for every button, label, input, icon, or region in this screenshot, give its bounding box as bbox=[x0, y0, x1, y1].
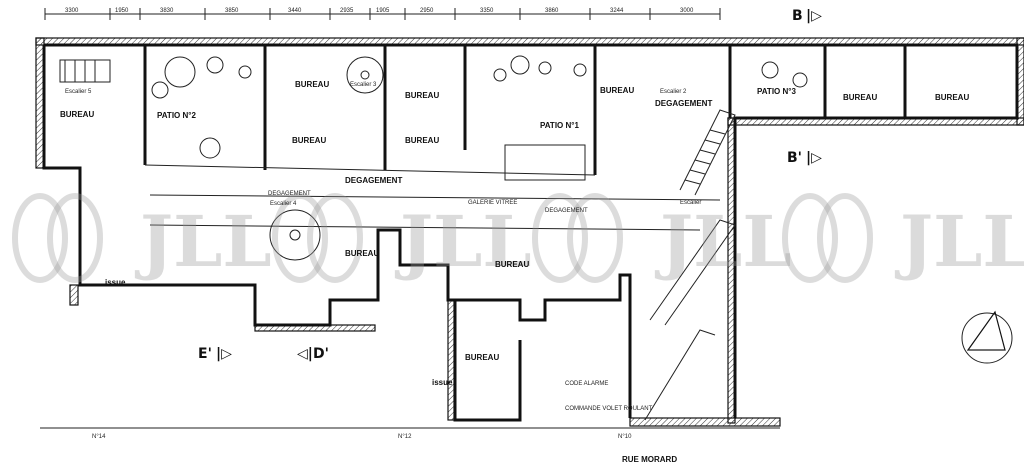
section-b-prime-arrow: |▷ bbox=[806, 150, 822, 166]
dim-2: 3830 bbox=[160, 8, 174, 14]
patio-plants bbox=[151, 55, 808, 181]
section-e-prime: E' bbox=[198, 346, 212, 362]
dim-11: 3000 bbox=[680, 8, 694, 14]
room-bureau-11: BUREAU bbox=[465, 353, 499, 362]
room-bureau-9: BUREAU bbox=[345, 249, 379, 258]
room-patio-1: PATIO N°1 bbox=[540, 121, 579, 130]
svg-text:JLL: JLL bbox=[394, 200, 532, 283]
section-b-top-arrow: |▷ bbox=[806, 8, 822, 24]
room-escalier: Escalier bbox=[680, 200, 701, 206]
street-name: RUE MORARD bbox=[622, 455, 677, 464]
section-b-prime: B' bbox=[787, 150, 802, 166]
dim-10: 3244 bbox=[610, 8, 624, 14]
dim-8: 3350 bbox=[480, 8, 494, 14]
dim-4: 3440 bbox=[288, 8, 302, 14]
section-b-top: B bbox=[792, 8, 803, 24]
room-escalier-5: Escalier 5 bbox=[65, 89, 92, 95]
interior-walls bbox=[42, 43, 1019, 422]
room-degagement: DEGAGEMENT bbox=[345, 176, 402, 185]
svg-text:JLL: JLL bbox=[654, 200, 792, 283]
street-code-alarme: CODE ALARME bbox=[565, 381, 608, 387]
staircase-main bbox=[644, 109, 736, 421]
street-commande: COMMANDE VOLET ROULANT bbox=[565, 406, 653, 412]
spiral-stair-4 bbox=[269, 209, 321, 261]
section-e-prime-arrow: |▷ bbox=[216, 346, 232, 362]
room-bureau-1: BUREAU bbox=[60, 110, 94, 119]
spiral-stair-3 bbox=[346, 56, 384, 94]
room-degagement-3: DEGAGEMENT bbox=[545, 208, 588, 214]
room-bureau-5: BUREAU bbox=[405, 136, 439, 145]
room-bureau-7: BUREAU bbox=[843, 93, 877, 102]
section-d-prime: D' bbox=[313, 346, 329, 362]
dim-3: 3850 bbox=[225, 8, 239, 14]
room-bureau-8: BUREAU bbox=[935, 93, 969, 102]
dim-7: 2950 bbox=[420, 8, 434, 14]
room-bureau-2: BUREAU bbox=[295, 80, 329, 89]
spiral-stair-5 bbox=[59, 59, 111, 83]
street-n10: N°10 bbox=[618, 434, 632, 440]
room-degagement-2: DEGAGEMENT bbox=[655, 99, 712, 108]
room-bureau-10: BUREAU bbox=[495, 260, 529, 269]
dim-1: 1950 bbox=[115, 8, 129, 14]
room-issue-2: issue bbox=[432, 378, 453, 387]
dim-5: 2935 bbox=[340, 8, 354, 14]
room-patio-2: PATIO N°2 bbox=[157, 111, 196, 120]
dim-0: 3300 bbox=[65, 8, 79, 14]
room-issue-1: issue bbox=[105, 278, 126, 287]
exterior-walls bbox=[35, 37, 1024, 427]
svg-text:JLL: JLL bbox=[894, 200, 1024, 283]
room-bureau-4: BUREAU bbox=[405, 91, 439, 100]
street-n14: N°14 bbox=[92, 434, 106, 440]
room-degagement-4: DEGAGEMENT bbox=[268, 191, 311, 197]
room-patio-3: PATIO N°3 bbox=[757, 87, 796, 96]
north-arrow-icon bbox=[961, 310, 1013, 364]
room-bureau-3: BUREAU bbox=[292, 136, 326, 145]
street-frontage: N°14 N°12 N°10 CODE ALARME COMMANDE VOLE… bbox=[40, 381, 780, 464]
room-galerie: GALERIE VITREE bbox=[468, 200, 517, 206]
street-n12: N°12 bbox=[398, 434, 412, 440]
room-escalier-2: Escalier 2 bbox=[660, 89, 687, 95]
room-escalier-3: Escalier 3 bbox=[350, 82, 377, 88]
room-bureau-6: BUREAU bbox=[600, 86, 634, 95]
top-dimension-line: 3300 1950 3830 3850 3440 2935 1905 2950 … bbox=[44, 8, 721, 20]
dim-9: 3860 bbox=[545, 8, 559, 14]
watermark: JLL JLL JLL JLL bbox=[12, 193, 1024, 283]
svg-text:JLL: JLL bbox=[134, 200, 272, 283]
section-d-prime-arrow: ◁| bbox=[297, 346, 313, 362]
room-escalier-4: Escalier 4 bbox=[270, 201, 297, 207]
dim-6: 1905 bbox=[376, 8, 390, 14]
